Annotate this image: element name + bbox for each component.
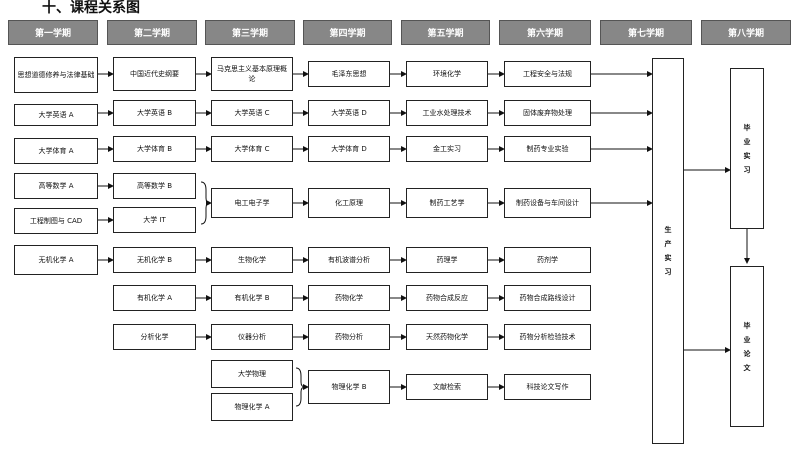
semester-header-6: 第六学期 (499, 20, 591, 45)
semester-header-1: 第一学期 (8, 20, 98, 45)
course-drug-synthesis-reactions: 药物合成反应 (406, 285, 488, 311)
bracket-s3 (295, 367, 306, 407)
course-college-it: 大学 IT (113, 207, 196, 233)
course-advanced-math-a: 高等数学 A (14, 173, 98, 199)
course-solid-waste-treatment: 固体废弃物处理 (504, 100, 591, 126)
course-chem-engineering-principles: 化工原理 (308, 188, 390, 218)
course-pharmaceutical-experiments: 制药专业实验 (504, 136, 591, 162)
course-organic-chem-b: 有机化学 B (211, 285, 293, 311)
course-engineering-drawing-cad: 工程制图与 CAD (14, 208, 98, 234)
course-pe-d: 大学体育 D (308, 136, 390, 162)
course-pharmaceutical-analysis: 药物分析 (308, 324, 390, 350)
course-inorganic-chem-b: 无机化学 B (113, 247, 196, 273)
course-mao-thought: 毛泽东思想 (308, 61, 390, 87)
course-pe-a: 大学体育 A (14, 138, 98, 164)
course-drug-analysis-techniques: 药物分析检验技术 (504, 324, 591, 350)
course-college-physics: 大学物理 (211, 360, 293, 388)
course-college-english-c: 大学英语 C (211, 100, 293, 126)
course-college-english-d: 大学英语 D (308, 100, 390, 126)
semester-header-8: 第八学期 (701, 20, 791, 45)
course-environmental-chem: 环境化学 (406, 61, 488, 87)
course-pe-b: 大学体育 B (113, 136, 196, 162)
semester-header-3: 第三学期 (205, 20, 295, 45)
bracket-s2 (200, 181, 211, 225)
course-moral-law-basics: 思想道德修养与法律基础 (14, 57, 98, 93)
course-organic-chem-a: 有机化学 A (113, 285, 196, 311)
course-engineering-safety-regulations: 工程安全与法规 (504, 61, 591, 87)
course-physical-chem-a: 物理化学 A (211, 393, 293, 421)
course-pharmaceutics: 药剂学 (504, 247, 591, 273)
course-advanced-math-b: 高等数学 B (113, 173, 196, 199)
course-organic-spectroscopy: 有机波谱分析 (308, 247, 390, 273)
course-metalwork-practice: 金工实习 (406, 136, 488, 162)
course-inorganic-chem-a: 无机化学 A (14, 245, 98, 275)
course-equipment-workshop-design: 制药设备与车间设计 (504, 188, 591, 218)
course-synthesis-route-design: 药物合成路线设计 (504, 285, 591, 311)
course-scientific-writing: 科技论文写作 (504, 374, 591, 400)
course-graduation-thesis: 毕业论文 (730, 266, 764, 427)
semester-header-7: 第七学期 (600, 20, 692, 45)
course-marxism-principles: 马克思主义基本原理概论 (211, 57, 293, 91)
course-physical-chem-b: 物理化学 B (308, 370, 390, 404)
semester-header-5: 第五学期 (401, 20, 490, 45)
semester-header-2: 第二学期 (107, 20, 197, 45)
course-natural-medicinal-chem: 天然药物化学 (406, 324, 488, 350)
course-instrumental-analysis: 仪器分析 (211, 324, 293, 350)
course-analytical-chem: 分析化学 (113, 324, 196, 350)
course-pe-c: 大学体育 C (211, 136, 293, 162)
course-modern-history: 中国近代史纲要 (113, 57, 196, 91)
course-pharmaceutical-technology: 制药工艺学 (406, 188, 488, 218)
course-production-practice: 生产实习 (652, 58, 684, 444)
course-graduation-internship: 毕业实习 (730, 68, 764, 229)
diagram-title: 十、课程关系图 (42, 0, 140, 16)
course-water-treatment: 工业水处理技术 (406, 100, 488, 126)
semester-header-4: 第四学期 (303, 20, 392, 45)
course-biochemistry: 生物化学 (211, 247, 293, 273)
course-pharmacology: 药理学 (406, 247, 488, 273)
course-college-english-b: 大学英语 B (113, 100, 196, 126)
course-electrotechnics: 电工电子学 (211, 188, 293, 218)
course-college-english-a: 大学英语 A (14, 104, 98, 126)
course-medicinal-chem: 药物化学 (308, 285, 390, 311)
course-literature-retrieval: 文献检索 (406, 374, 488, 400)
